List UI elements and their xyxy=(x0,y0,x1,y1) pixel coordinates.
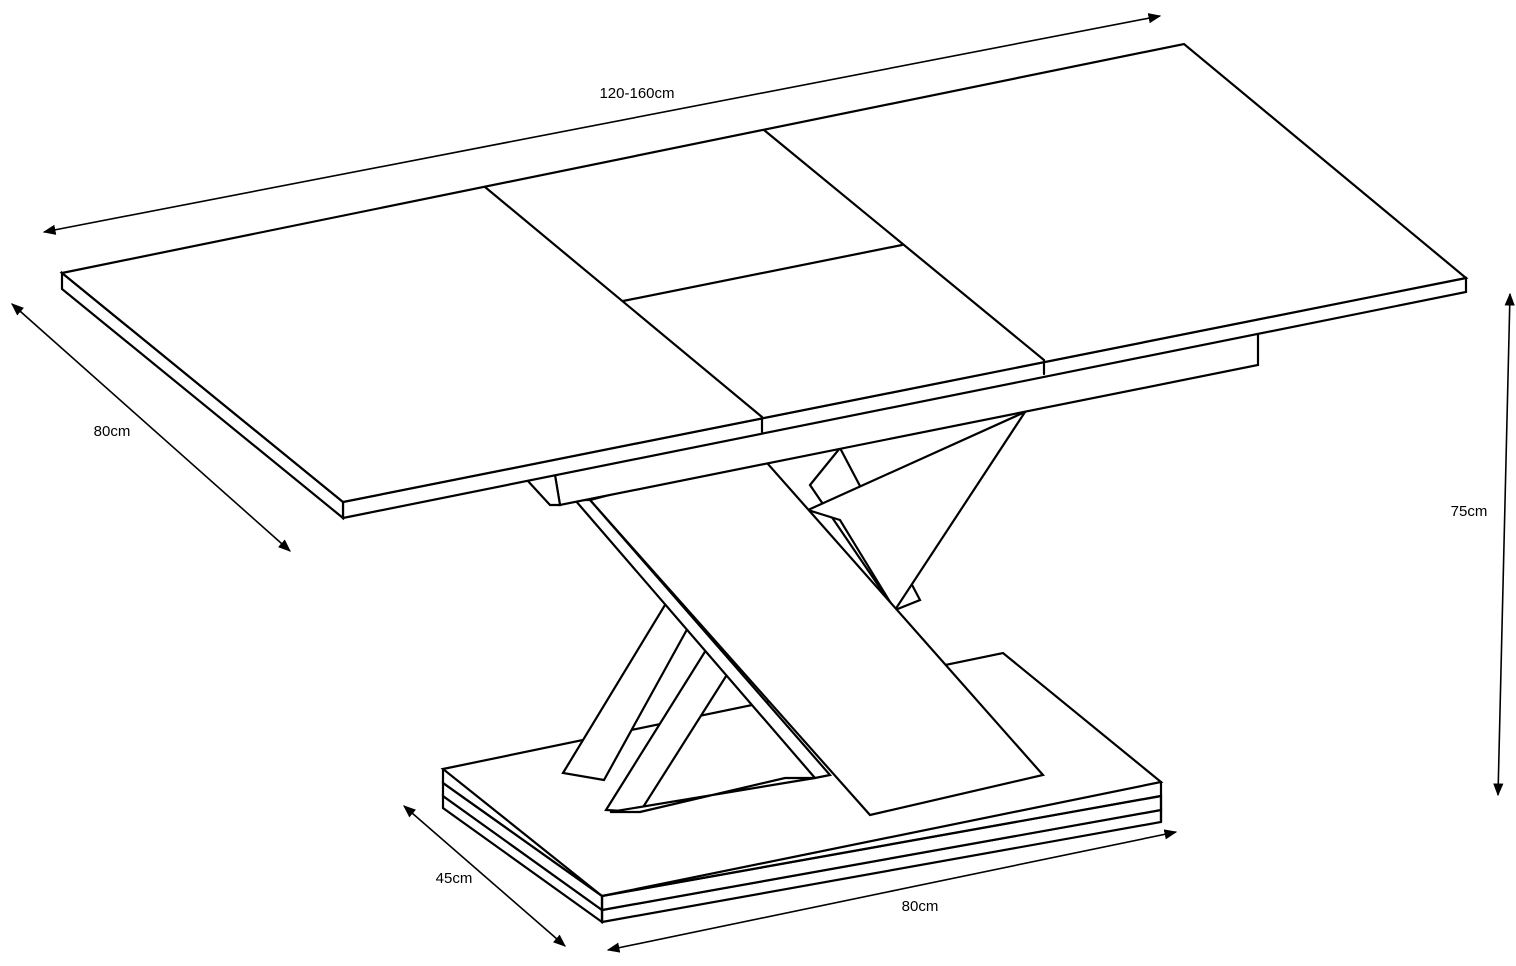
depth-label: 80cm xyxy=(94,423,131,440)
base-length-label: 80cm xyxy=(902,898,939,915)
dimension-lines xyxy=(11,13,1515,953)
leaf-seam-left xyxy=(483,185,764,434)
height-dimension-arrow xyxy=(1493,292,1515,797)
leaf-seam-middle xyxy=(621,243,904,303)
height-label: 75cm xyxy=(1451,503,1488,520)
length-label: 120-160cm xyxy=(599,85,674,102)
base-depth-label: 45cm xyxy=(436,870,473,887)
leg-main-plank-shadow xyxy=(609,776,816,814)
base-depth-dimension-arrow xyxy=(403,805,566,947)
length-dimension-arrow xyxy=(42,13,1162,235)
base-length-dimension-arrow xyxy=(606,829,1178,953)
depth-dimension-arrow xyxy=(11,303,291,552)
